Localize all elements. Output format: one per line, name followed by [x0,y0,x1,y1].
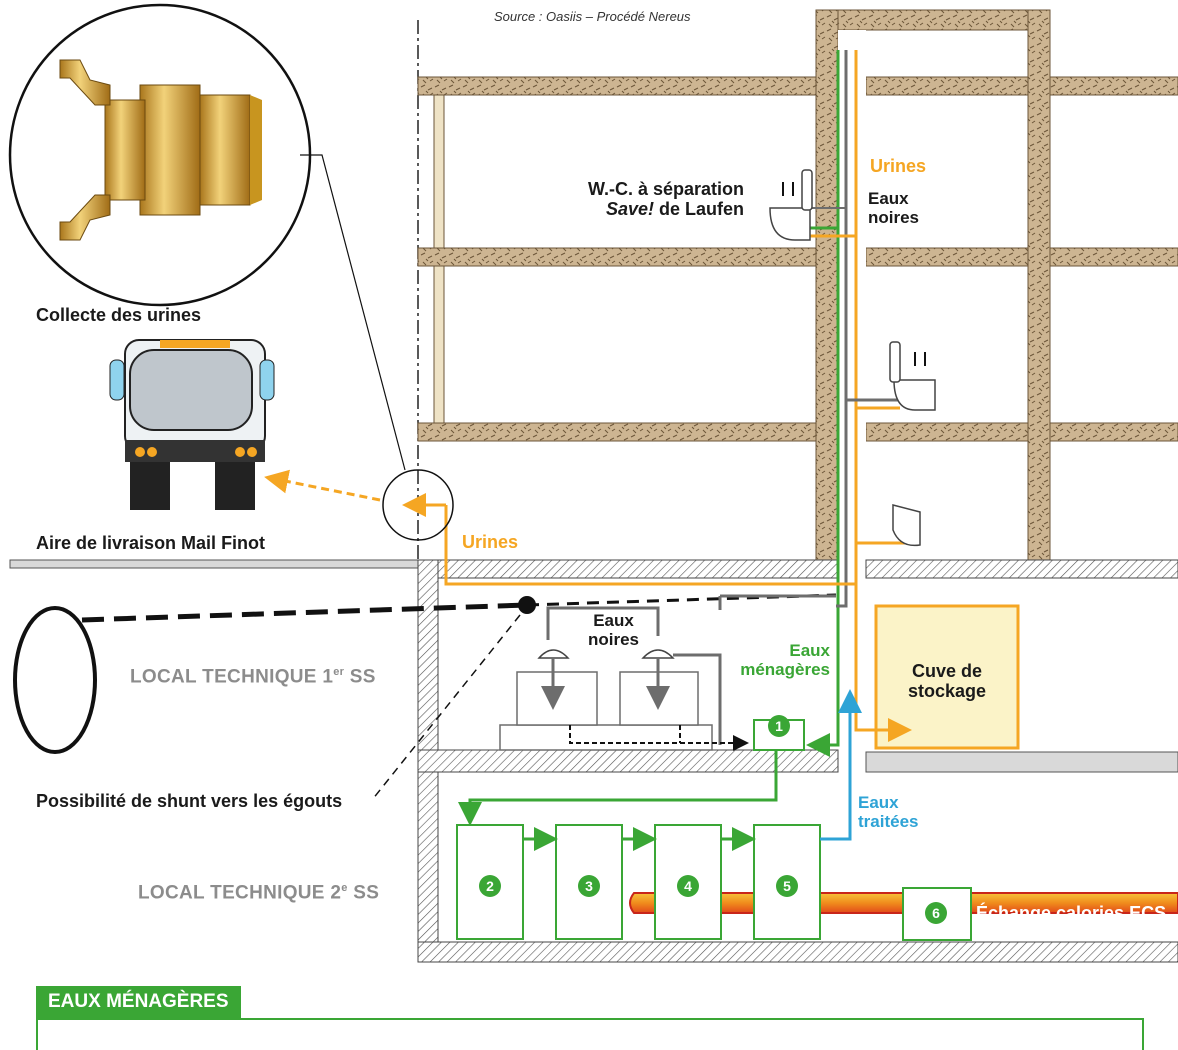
urines-bottom-label: Urines [462,533,518,553]
wc-label: W.-C. à séparation Save! de Laufen [588,180,744,220]
step-3-badge: 3 [578,875,600,897]
building [418,10,1178,560]
eaux-noires-top-line2: noires [868,209,919,228]
eaux-traitees-line1: Eaux [858,794,918,813]
eaux-traitees-label: Eaux traitées [858,794,918,831]
eaux-menageres-line1: Eaux [732,642,830,661]
wc-label-brand: de Laufen [654,199,744,219]
step-1-badge: 1 [768,715,790,737]
eaux-noires-basement-label: Eaux noires [588,612,639,649]
source-caption: Source : Oasiis – Procédé Nereus [494,10,691,24]
aire-livraison-label: Aire de livraison Mail Finot [36,534,265,554]
step-2-badge: 2 [479,875,501,897]
local1-sup: er [333,666,344,678]
local1-end: SS [344,666,376,687]
section-title-eaux-menageres: EAUX MÉNAGÈRES [36,986,241,1018]
step-5-badge: 5 [776,875,798,897]
eaux-menageres-label: Eaux ménagères [732,642,830,679]
sewer-pipe-icon [15,608,95,752]
wc-label-save: Save! [606,199,654,219]
tanker-truck-icon [110,340,274,510]
local1-main: LOCAL TECHNIQUE 1 [130,666,333,687]
local2-main: LOCAL TECHNIQUE 2 [138,882,341,903]
eaux-traitees-line2: traitées [858,813,918,832]
cuve-label: Cuve de stockage [895,662,999,702]
ground-line [10,560,1178,578]
eaux-noires-top-line1: Eaux [868,190,919,209]
eaux-menageres-line2: ménagères [732,661,830,680]
local-technique-2-label: LOCAL TECHNIQUE 2e SS [138,882,379,904]
step-4-badge: 4 [677,875,699,897]
urinal-icon [893,505,920,545]
eaux-noires-top-label: Eaux noires [868,190,919,227]
echange-label: Échange calories ECS [976,904,1166,924]
collecte-label: Collecte des urines [36,306,201,326]
shunt-label: Possibilité de shunt vers les égouts [36,792,342,812]
local2-end: SS [348,882,380,903]
cuve-line2: stockage [895,682,999,702]
treatment-boxes [457,825,971,940]
local-technique-1-label: LOCAL TECHNIQUE 1er SS [130,666,376,688]
wc-label-line1: W.-C. à séparation [588,180,744,200]
cuve-line1: Cuve de [895,662,999,682]
step-6-badge: 6 [925,902,947,924]
section-frame [36,1018,1144,1050]
urines-top-label: Urines [870,157,926,177]
eaux-noires-basement-line2: noires [588,631,639,650]
eaux-noires-basement-line1: Eaux [588,612,639,631]
wc-toilet-icon [770,170,812,240]
